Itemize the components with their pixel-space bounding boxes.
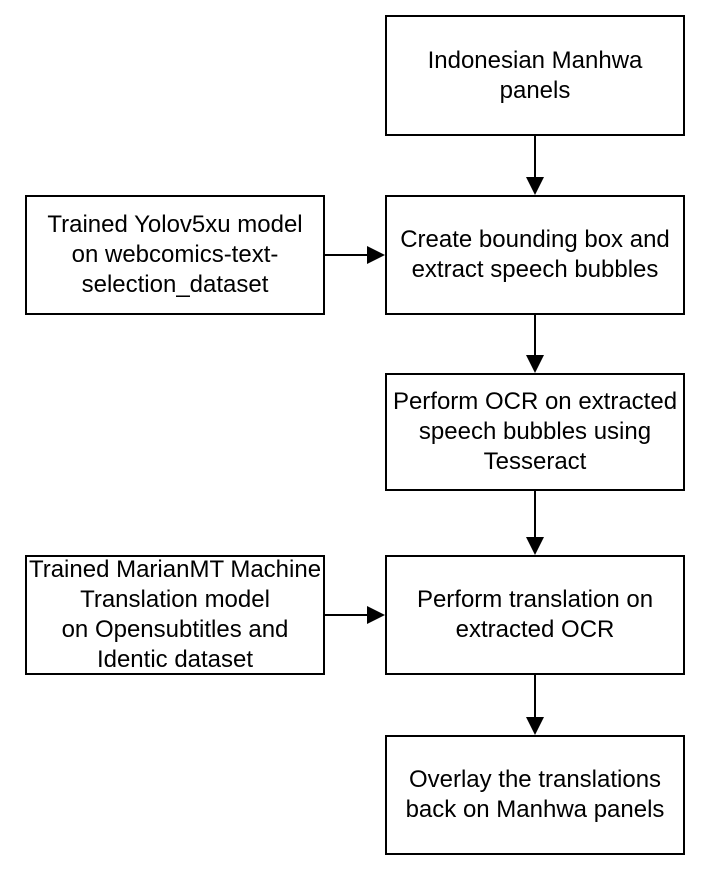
- node-text-line: on webcomics-text-: [71, 241, 279, 268]
- node-create-bounding-box: Create bounding box and extract speech b…: [385, 195, 685, 315]
- arrow-translate-to-overlay: [526, 675, 544, 735]
- node-text-line: Create bounding box and: [400, 226, 670, 253]
- arrow-marianmt-to-translate: [325, 606, 385, 624]
- arrow-ocr-to-translate: [526, 491, 544, 555]
- node-text-line: Trained Yolov5xu model: [47, 211, 303, 238]
- arrow-manhwa-to-bbox: [526, 136, 544, 195]
- node-perform-ocr: Perform OCR on extracted speech bubbles …: [385, 373, 685, 491]
- node-trained-marianmt-model: Trained MarianMT Machine Translation mod…: [25, 555, 325, 675]
- node-text-line: Indonesian Manhwa: [427, 46, 643, 74]
- node-text-line: Overlay the translations: [408, 766, 662, 793]
- node-text-line: panels: [499, 76, 571, 104]
- node-text-line: extracted OCR: [455, 616, 615, 643]
- node-text-line: on Opensubtitles and: [61, 616, 289, 643]
- node-perform-translation: Perform translation on extracted OCR: [385, 555, 685, 675]
- arrow-bbox-to-ocr: [526, 315, 544, 373]
- node-text-line: back on Manhwa panels: [405, 796, 665, 823]
- node-text-line: Perform translation on: [416, 586, 654, 613]
- node-indonesian-manhwa-panels: Indonesian Manhwa panels: [385, 15, 685, 136]
- arrow-yolo-to-bbox: [325, 246, 385, 264]
- node-text-line: Translation model: [80, 586, 270, 613]
- node-overlay-translations: Overlay the translations back on Manhwa …: [385, 735, 685, 855]
- node-text-line: Identic dataset: [96, 646, 254, 673]
- node-text-line: Trained MarianMT Machine: [28, 556, 322, 583]
- node-text-line: Tesseract: [483, 448, 587, 475]
- node-text-line: selection_dataset: [81, 271, 269, 298]
- node-trained-yolov5xu-model: Trained Yolov5xu model on webcomics-text…: [25, 195, 325, 315]
- node-text-line: extract speech bubbles: [411, 256, 659, 283]
- node-text-line: Perform OCR on extracted: [392, 388, 678, 415]
- node-text-line: speech bubbles using: [418, 418, 652, 445]
